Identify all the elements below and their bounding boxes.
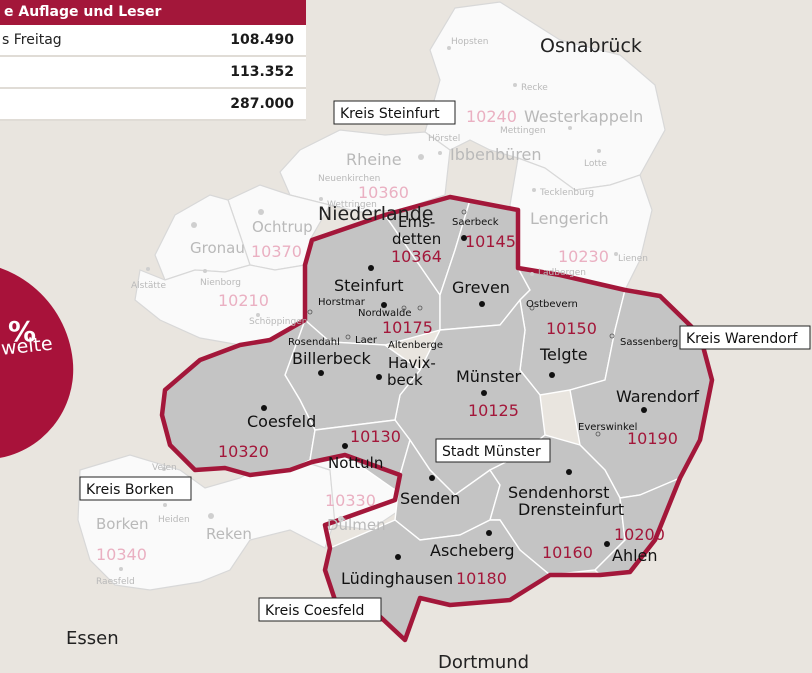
code-10175: 10175 [382,318,433,337]
code-10320: 10320 [218,442,269,461]
code-10230: 10230 [558,247,609,266]
row-value: 113.352 [230,64,294,80]
region-osnabrueck: Osnabrück [540,35,642,57]
district-drensteinfurt [488,434,626,576]
town-ibbenbueren: Ibbenbüren [450,145,542,164]
town-duelmen: Dülmen [327,516,386,534]
town-tecklenburg: Tecklenburg [539,188,594,198]
code-10150: 10150 [546,319,597,338]
town-emsdetten-1: Ems- [398,213,435,231]
town-ostbevern: Ostbevern [526,299,578,310]
town-westerkappeln: Westerkappeln [524,107,643,126]
town-nottuln: Nottuln [328,454,383,472]
row-label: s Freitag [2,32,62,48]
row-value: 287.000 [230,96,294,112]
town-ahlen: Ahlen [612,546,658,565]
code-10200: 10200 [614,525,665,544]
town-hoerstel: Hörstel [428,134,460,144]
town-greven: Greven [452,278,510,297]
town-warendorf: Warendorf [616,387,699,406]
code-10180: 10180 [456,569,507,588]
code-10240: 10240 [466,107,517,126]
town-velen: Velen [152,463,177,473]
label-kreis-borken: Kreis Borken [86,482,174,498]
town-rosendahl: Rosendahl [288,337,340,348]
table-row: s Freitag 108.490 [0,25,306,57]
town-lengerich: Lengerich [530,209,609,228]
code-10160: 10160 [542,543,593,562]
town-borken: Borken [96,515,149,533]
town-lienen: Lienen [618,254,648,264]
circulation-table: e Auflage und Leser s Freitag 108.490 11… [0,0,306,121]
table-row: 113.352 [0,57,306,89]
town-horstmar: Horstmar [318,297,366,308]
town-gronau: Gronau [190,239,245,257]
row-value: 108.490 [230,32,294,48]
town-wettringen: Wettringen [327,200,377,210]
town-mettingen: Mettingen [500,126,546,136]
label-kreis-coesfeld: Kreis Coesfeld [265,603,364,619]
region-dortmund: Dortmund [438,652,529,673]
code-10125: 10125 [468,401,519,420]
town-alstaette: Alstätte [131,281,166,291]
table-header: e Auflage und Leser [0,0,306,25]
town-reken: Reken [206,525,252,543]
town-altenberge: Altenberge [388,340,443,351]
town-nordwalde: Nordwalde [358,308,411,319]
town-drensteinfurt: Drensteinfurt [518,500,624,519]
service-dots [261,235,647,560]
town-emsdetten-2: detten [392,230,441,248]
promo-percent: % [8,315,37,348]
table-row: 287.000 [0,89,306,121]
town-saerbeck: Saerbeck [452,217,499,228]
code-10330: 10330 [325,491,376,510]
town-billerbeck: Billerbeck [292,349,372,368]
town-sendenhorst: Sendenhorst [508,483,609,502]
town-muenster: Münster [456,367,522,386]
code-10340: 10340 [96,545,147,564]
town-rheine: Rheine [346,150,402,169]
region-essen: Essen [66,628,119,649]
town-heiden: Heiden [158,515,190,525]
town-lotte: Lotte [584,159,607,169]
town-luedinghausen: Lüdinghausen [341,569,453,588]
code-10190: 10190 [627,429,678,448]
code-10210: 10210 [218,291,269,310]
town-senden: Senden [400,489,460,508]
town-hopsten: Hopsten [451,37,488,47]
service-small-dots [307,209,615,437]
town-everswinkel: Everswinkel [578,422,637,433]
town-steinfurt: Steinfurt [334,276,403,295]
code-10370: 10370 [251,242,302,261]
town-neuenkirchen: Neuenkirchen [318,174,380,184]
code-10364: 10364 [391,247,442,266]
code-10145: 10145 [465,232,516,251]
label-kreis-warendorf: Kreis Warendorf [686,331,799,347]
town-coesfeld: Coesfeld [247,412,316,431]
label-stadt-muenster: Stadt Münster [442,444,541,460]
town-ladbergen: Ladbergen [538,268,586,278]
label-kreis-steinfurt: Kreis Steinfurt [340,106,440,122]
town-recke: Recke [521,83,548,93]
town-laer: Laer [355,335,378,346]
town-sassenberg: Sassenberg [620,337,678,348]
code-10360: 10360 [358,183,409,202]
town-telgte: Telgte [539,345,588,364]
code-10130: 10130 [350,427,401,446]
town-schoeppingen: Schöppingen [249,317,307,327]
town-nienborg: Nienborg [200,278,241,288]
town-havixbeck-2: beck [387,371,423,389]
town-havixbeck-1: Havix- [388,354,436,372]
town-raesfeld: Raesfeld [96,577,135,587]
town-ascheberg: Ascheberg [430,541,515,560]
region-niederlande: Niederlande [318,203,433,225]
town-ochtrup: Ochtrup [252,218,313,236]
